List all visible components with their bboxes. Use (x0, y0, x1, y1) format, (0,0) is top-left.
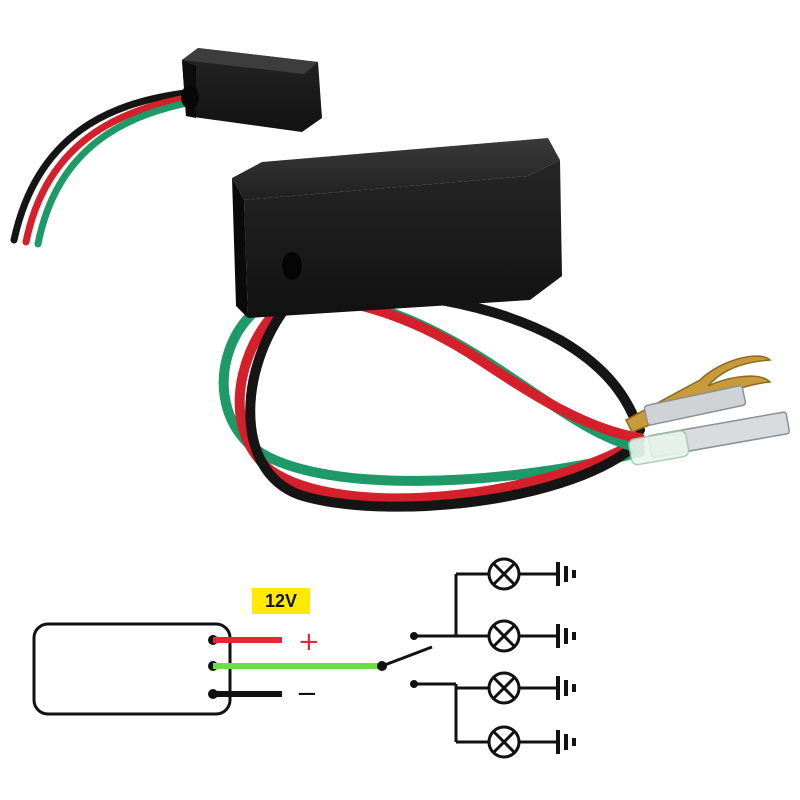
ground-icon (556, 730, 576, 754)
spade-terminal-upper (643, 385, 747, 426)
wire-loop-green (218, 285, 645, 486)
connector-sleeve (628, 430, 690, 466)
voltage-label-text: 12V (264, 590, 298, 611)
ground-icon (556, 562, 576, 586)
large-flasher-module (218, 138, 790, 512)
small-module-grommet (181, 85, 199, 109)
terminal-connectors (625, 355, 790, 466)
ground-icon (556, 676, 576, 700)
lamp-cross-circle-icon (487, 557, 521, 591)
wire-loop-black-outer (245, 295, 637, 512)
large-module-front-face (244, 160, 562, 318)
small-module-wire-red (22, 93, 196, 246)
large-module-side-face (232, 178, 248, 318)
lamp-cross-circle-icon (487, 619, 521, 653)
small-module-top-face (182, 48, 318, 74)
wire-loop-red-outer (234, 291, 645, 504)
wire-loop-black-inner (289, 286, 645, 435)
negative-symbol: − (296, 679, 318, 709)
lamp-group (456, 557, 576, 759)
lamp-cross-circle-icon (487, 671, 521, 705)
positive-symbol: + (298, 627, 320, 657)
diagram-module-box (32, 622, 232, 716)
wiring-diagram: + − (32, 557, 576, 759)
large-module-grommet (282, 252, 302, 280)
ground-icon (556, 624, 576, 648)
wire-loop-red-inner (291, 289, 645, 443)
small-module-wire-black (10, 88, 196, 244)
switch-icon (377, 632, 433, 688)
lamp-cross-circle-icon (487, 725, 521, 759)
large-module-top-face (232, 138, 560, 200)
small-module-wire-green (34, 98, 196, 248)
voltage-label: 12V (252, 588, 310, 614)
small-flasher-module (10, 48, 322, 248)
